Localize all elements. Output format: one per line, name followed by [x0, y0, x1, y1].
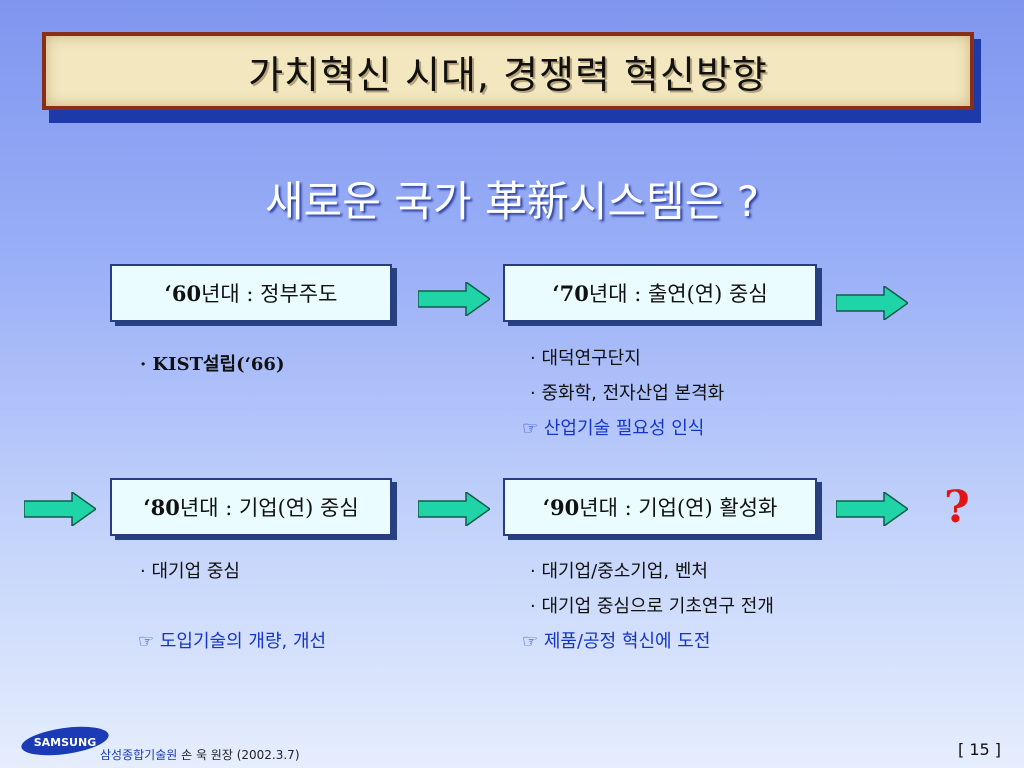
era-year: ‘80	[143, 494, 180, 520]
note-item: ☞ 제품/공정 혁신에 도전	[522, 631, 711, 652]
right-arrow-icon	[24, 492, 96, 526]
footer-org: 삼성종합기술원	[100, 748, 178, 762]
era-year: ‘60	[164, 280, 202, 306]
bullet-item: · 중화학, 전자산업 본격화	[530, 383, 725, 404]
era-label: 년대 : 출연(연) 중심	[588, 282, 768, 306]
bullet-item: · 대기업 중심으로 기초연구 전개	[530, 596, 774, 617]
logo-text: SAMSUNG	[34, 736, 96, 749]
era-label: 년대 : 정부주도	[201, 282, 338, 306]
note-item: ☞ 도입기술의 개량, 개선	[138, 631, 327, 652]
samsung-logo-icon: SAMSUNG	[21, 726, 109, 756]
bullet-item: · KIST설립(‘66)	[140, 354, 285, 375]
era-label: 년대 : 기업(연) 활성화	[579, 496, 778, 520]
note-item: ☞ 산업기술 필요성 인식	[522, 418, 705, 439]
footer-credit: 삼성종합기술원 손 욱 원장 (2002.3.7)	[100, 746, 300, 763]
subtitle: 새로운 국가 革新시스템은 ?	[264, 177, 760, 226]
footer-person: 손 욱 원장 (2002.3.7)	[177, 748, 300, 762]
right-arrow-icon	[836, 286, 908, 320]
right-arrow-icon	[418, 492, 490, 526]
era-year: ‘90	[542, 494, 580, 520]
title-banner: 가치혁신 시대, 경쟁력 혁신방향	[42, 32, 974, 110]
right-arrow-icon	[836, 492, 908, 526]
era-year: ‘70	[552, 280, 589, 306]
page-number: [ 15 ]	[958, 740, 1002, 759]
question-mark: ?	[944, 482, 970, 533]
bullet-item: · 대기업/중소기업, 벤처	[530, 561, 708, 582]
bullet-item: · 대기업 중심	[140, 561, 240, 582]
bullet-item: · 대덕연구단지	[530, 348, 641, 369]
era-label: 년대 : 기업(연) 중심	[179, 496, 359, 520]
page-title: 가치혁신 시대, 경쟁력 혁신방향	[248, 52, 768, 97]
right-arrow-icon	[418, 282, 490, 316]
